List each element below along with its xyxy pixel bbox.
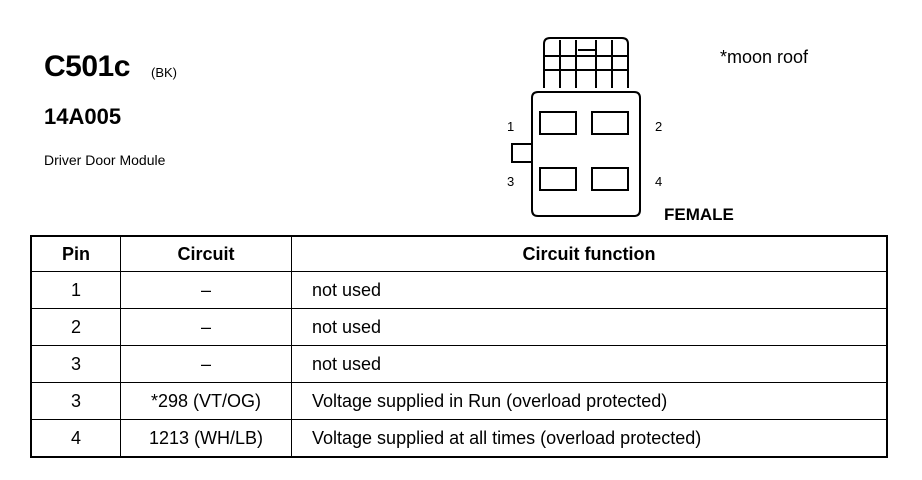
- header-circuit-function: Circuit function: [291, 235, 888, 272]
- table-row: 4 1213 (WH/LB) Voltage supplied at all t…: [30, 419, 888, 458]
- connector-body: [531, 91, 641, 217]
- pin-label-3: 3: [507, 174, 515, 189]
- function-cell: not used: [291, 308, 888, 346]
- pin-cell: 2: [30, 308, 121, 346]
- table-header-row: Pin Circuit Circuit function: [30, 235, 888, 272]
- function-cell: not used: [291, 271, 888, 309]
- part-number: 14A005: [44, 104, 122, 129]
- pin-label-4: 4: [655, 174, 663, 189]
- table-row: 2 – not used: [30, 308, 888, 346]
- cavity-3: [539, 167, 577, 191]
- pinout-table: Pin Circuit Circuit function 1 – not use…: [30, 235, 888, 458]
- component-name: Driver Door Module: [44, 152, 166, 168]
- cavity-4: [591, 167, 629, 191]
- cavity-2: [591, 111, 629, 135]
- header-pin: Pin: [30, 235, 121, 272]
- harness-grid: [543, 37, 629, 88]
- pin-label-2: 2: [655, 119, 663, 134]
- circuit-cell: –: [120, 345, 292, 383]
- function-cell: not used: [291, 345, 888, 383]
- connector-color-code: (BK): [151, 65, 177, 80]
- footnote: *moon roof: [720, 47, 809, 67]
- connector-key: [511, 143, 533, 163]
- connector-gender: FEMALE: [664, 205, 734, 224]
- function-cell: Voltage supplied at all times (overload …: [291, 419, 888, 458]
- circuit-cell: 1213 (WH/LB): [120, 419, 292, 458]
- function-cell: Voltage supplied in Run (overload protec…: [291, 382, 888, 420]
- connector-face-diagram: [511, 37, 641, 217]
- table-row: 3 *298 (VT/OG) Voltage supplied in Run (…: [30, 382, 888, 420]
- pin-label-1: 1: [507, 119, 515, 134]
- pin-cell: 3: [30, 345, 121, 383]
- connector-title: C501c: [44, 50, 130, 83]
- cavity-1: [539, 111, 577, 135]
- table-row: 3 – not used: [30, 345, 888, 383]
- circuit-cell: *298 (VT/OG): [120, 382, 292, 420]
- pin-cell: 1: [30, 271, 121, 309]
- table-row: 1 – not used: [30, 271, 888, 309]
- circuit-cell: –: [120, 308, 292, 346]
- pin-cell: 3: [30, 382, 121, 420]
- header-circuit: Circuit: [120, 235, 292, 272]
- pin-cell: 4: [30, 419, 121, 458]
- circuit-cell: –: [120, 271, 292, 309]
